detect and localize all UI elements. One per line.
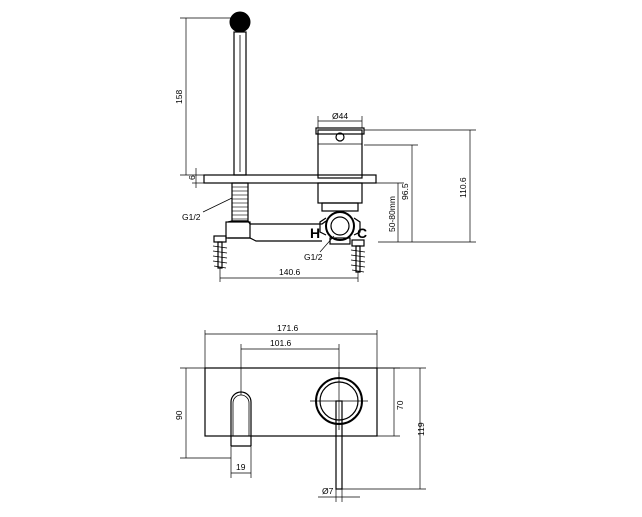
hot-label: H: [310, 225, 320, 241]
dim-171-6: 171.6: [204, 323, 378, 368]
thread-label-bottom: G1/2: [304, 235, 335, 262]
front-plate: [204, 367, 378, 437]
dim-140-6: 140.6: [219, 267, 359, 282]
dim-90: 90: [174, 367, 231, 459]
dim-50-80mm: 50-80mm: [376, 182, 404, 242]
svg-text:6: 6: [187, 175, 197, 180]
spout-outlet: [230, 391, 252, 447]
svg-text:90: 90: [174, 410, 184, 420]
dim-6: 6: [187, 168, 204, 188]
svg-text:110.6: 110.6: [458, 177, 468, 198]
valve-base-ring: [325, 211, 355, 241]
svg-text:G1/2: G1/2: [304, 252, 323, 262]
svg-text:96.5: 96.5: [400, 183, 410, 200]
svg-text:119: 119: [416, 422, 426, 436]
svg-text:Ø44: Ø44: [332, 111, 348, 121]
svg-text:158: 158: [174, 90, 184, 104]
svg-text:171.6: 171.6: [277, 323, 299, 333]
svg-text:Ø7: Ø7: [322, 486, 334, 496]
threaded-nipple: [231, 182, 249, 222]
dim-diameter-7: Ø7: [318, 486, 360, 502]
svg-text:G1/2: G1/2: [182, 212, 201, 222]
dim-70: 70: [377, 367, 405, 437]
svg-text:101.6: 101.6: [270, 338, 292, 348]
cold-label: C: [357, 225, 367, 241]
dim-158: 158: [174, 17, 232, 176]
side-view: H C 158: [174, 11, 476, 282]
wall-plate: [203, 174, 377, 184]
dim-110-6: 110.6: [364, 129, 476, 243]
svg-text:70: 70: [395, 400, 405, 410]
dim-diameter-44: Ø44: [317, 111, 363, 128]
dim-119: 119: [342, 367, 426, 490]
left-mounting-screw: [212, 235, 228, 269]
handle-front: [310, 372, 368, 490]
front-view: 171.6 101.6 90 70 119: [174, 323, 426, 502]
right-mounting-screw: [350, 239, 366, 273]
svg-text:50-80mm: 50-80mm: [387, 196, 397, 232]
svg-text:140.6: 140.6: [279, 267, 301, 277]
dim-19: 19: [230, 446, 252, 478]
valve-cartridge: [317, 129, 363, 179]
handle-knob: [229, 11, 251, 33]
svg-text:19: 19: [236, 462, 246, 472]
dim-96-5: 96.5: [364, 144, 418, 242]
dim-101-6: 101.6: [240, 338, 340, 395]
thread-label-left: G1/2: [182, 197, 233, 222]
